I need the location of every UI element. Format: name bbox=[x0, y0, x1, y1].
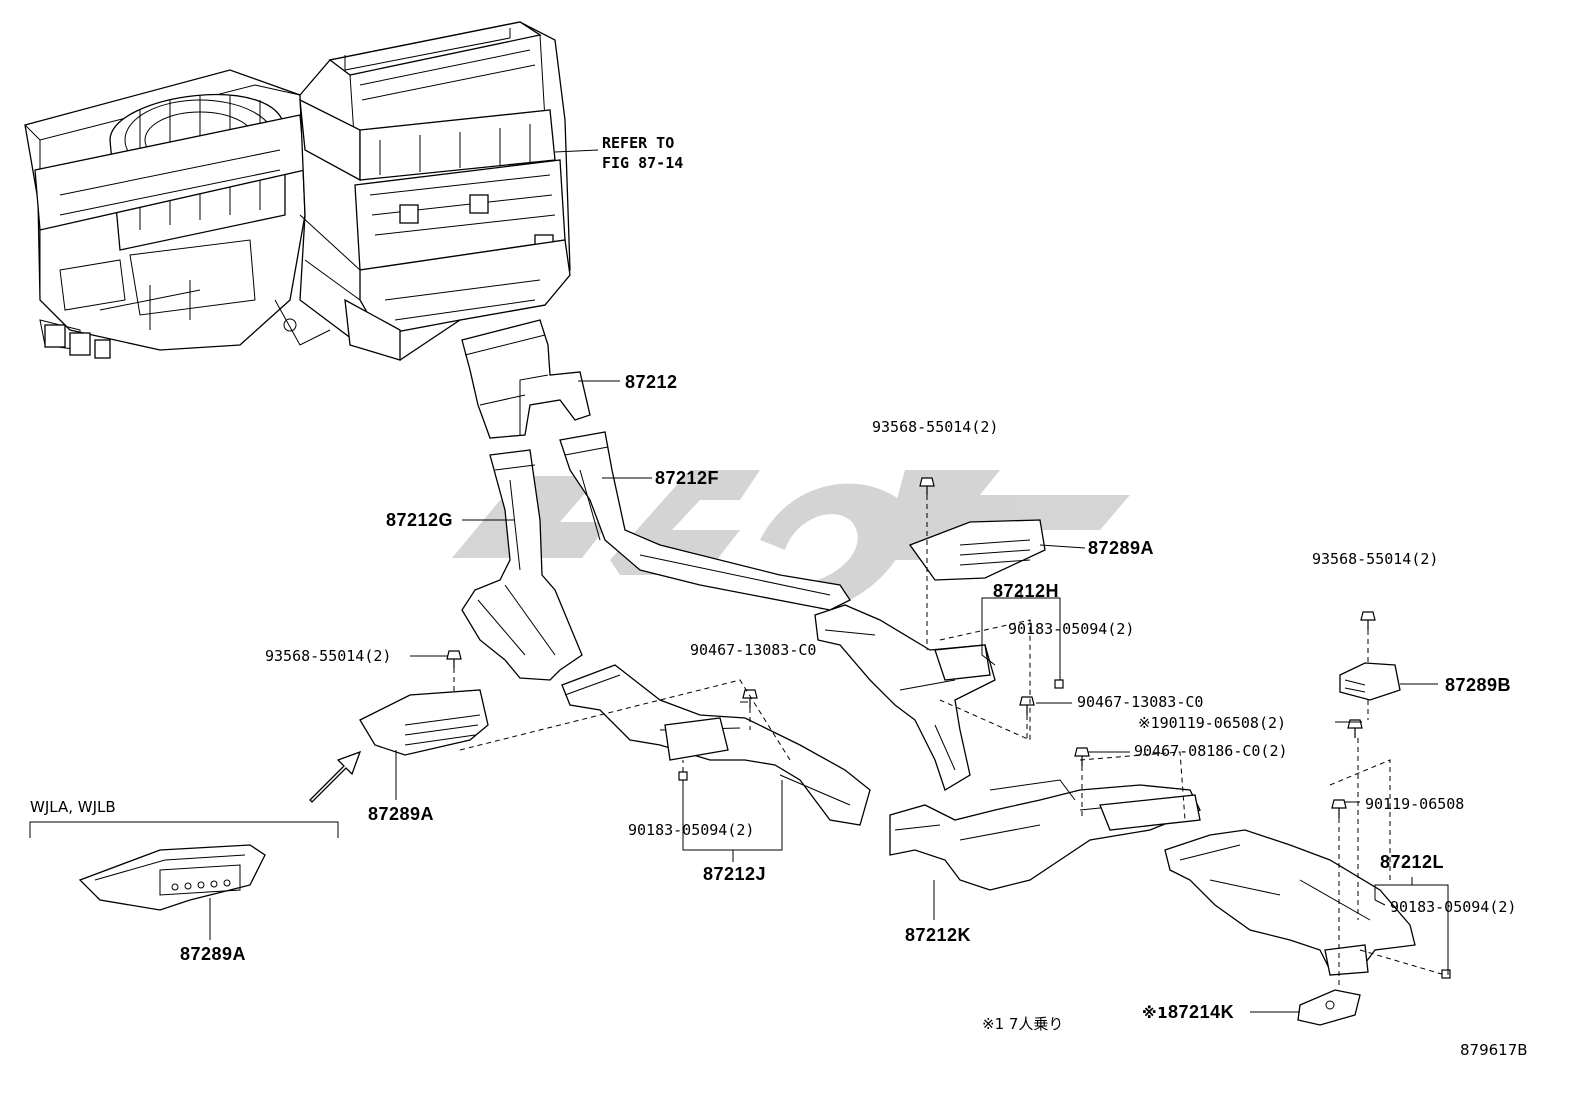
register-87289A-bottom bbox=[78, 844, 266, 911]
label-87214K-part: 87214K bbox=[1168, 1002, 1235, 1022]
label-90119-06508-2: ※190119-06508(2) bbox=[1138, 716, 1286, 731]
duct-87212H bbox=[814, 604, 996, 791]
label-87212F: 87212F bbox=[655, 468, 720, 488]
reference-note: REFER TO FIG 87-14 bbox=[602, 133, 683, 174]
label-90467-08186: 90467-08186-C0(2) bbox=[1134, 742, 1288, 760]
reference-line1: REFER TO bbox=[602, 134, 675, 152]
label-90183-j: 90183-05094(2) bbox=[628, 821, 755, 839]
label-87212: 87212 bbox=[625, 372, 678, 392]
label-87212G: 87212G bbox=[386, 510, 454, 530]
note-mark-87214K: ※1 bbox=[1142, 1004, 1169, 1022]
label-87212L: 87212L bbox=[1380, 852, 1445, 872]
label-87289A-bottom: 87289A bbox=[180, 944, 247, 964]
label-90119-06508: 90119-06508 bbox=[1365, 795, 1465, 813]
figure-id: 879617B bbox=[1460, 1041, 1528, 1059]
label-87212J: 87212J bbox=[703, 864, 767, 884]
label-87289B: 87289B bbox=[1445, 675, 1512, 695]
label-90467-13083-right: 90467-13083-C0 bbox=[1077, 693, 1204, 711]
label-90467-13083-center: 90467-13083-C0 bbox=[690, 641, 817, 659]
label-87214K: ※187214K bbox=[1142, 1003, 1234, 1021]
duct-87212F bbox=[559, 431, 851, 611]
reference-line2: FIG 87-14 bbox=[602, 154, 684, 173]
label-87289A-mid: 87289A bbox=[368, 804, 435, 824]
assembly-lines bbox=[453, 495, 1446, 985]
duct-87212K bbox=[889, 779, 1201, 891]
duct-87212 bbox=[461, 319, 591, 439]
register-87289B bbox=[1339, 662, 1401, 701]
register-87289A-top bbox=[908, 519, 1046, 581]
variant-label: WJLA, WJLB bbox=[30, 798, 116, 816]
label-87212K: 87212K bbox=[905, 925, 972, 945]
register-87289A-mid bbox=[359, 689, 489, 756]
label-93568-right: 93568-55014(2) bbox=[1312, 550, 1439, 568]
label-87212H: 87212H bbox=[993, 581, 1060, 601]
footnote: ※1 7人乗り bbox=[982, 1015, 1064, 1033]
duct-87212J bbox=[561, 664, 871, 826]
hvac-unit bbox=[24, 21, 571, 361]
duct-87212G bbox=[461, 449, 583, 681]
label-90119-06508-2-part: 90119-06508(2) bbox=[1159, 714, 1287, 732]
bracket-87214K bbox=[1297, 989, 1361, 1026]
note-mark: ※1 bbox=[1138, 714, 1160, 732]
label-90183-l: 90183-05094(2) bbox=[1390, 898, 1517, 916]
leader-lines bbox=[29, 149, 1449, 1013]
label-93568-left: 93568-55014(2) bbox=[265, 647, 392, 665]
label-87289A-top: 87289A bbox=[1088, 538, 1155, 558]
duct-87212L bbox=[1164, 829, 1416, 976]
fasteners bbox=[446, 477, 1451, 979]
label-90183-h: 90183-05094(2) bbox=[1008, 620, 1135, 638]
label-93568-top: 93568-55014(2) bbox=[872, 418, 999, 436]
